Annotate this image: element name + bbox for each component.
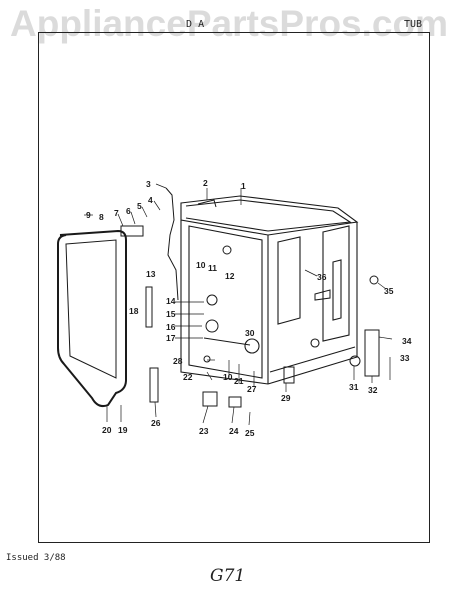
callout-23: 23	[199, 426, 209, 436]
callout-14: 14	[166, 296, 176, 306]
section-header-left: D	[186, 19, 193, 30]
callout-15: 15	[166, 309, 176, 319]
section-header-fragment: D A	[186, 19, 204, 30]
callout-19: 19	[118, 425, 128, 435]
small-parts	[120, 187, 380, 408]
callout-20: 20	[102, 425, 112, 435]
callout-16: 16	[166, 322, 176, 332]
page-code: G71	[210, 566, 246, 586]
callout-7: 7	[114, 208, 119, 218]
callout-22: 22	[183, 372, 193, 382]
callout-13: 13	[146, 269, 156, 279]
callout-33: 33	[400, 353, 410, 363]
section-header-title: TUB	[404, 19, 423, 30]
callout-2: 2	[203, 178, 208, 188]
issued-date: Issued 3/88	[6, 553, 66, 563]
callout-32: 32	[368, 385, 378, 395]
callout-labels: 1 2 3 4 5 6 7 8 9 10 11 12 13 14 15 16 1…	[86, 178, 412, 438]
callout-35: 35	[384, 286, 394, 296]
watermark: AppliancePartsPros.com	[10, 3, 448, 44]
callout-29: 29	[281, 393, 291, 403]
callout-6: 6	[126, 206, 131, 216]
callout-5: 5	[137, 201, 142, 211]
callout-17: 17	[166, 333, 176, 343]
callout-12: 12	[225, 271, 235, 281]
callout-9: 9	[86, 210, 91, 220]
callout-34: 34	[402, 336, 412, 346]
callout-28: 28	[173, 356, 183, 366]
door-gasket	[57, 229, 127, 408]
callout-36: 36	[317, 272, 327, 282]
callout-8: 8	[99, 212, 104, 222]
callout-30: 30	[245, 328, 255, 338]
callout-31: 31	[349, 382, 359, 392]
callout-24: 24	[229, 426, 239, 436]
callout-3: 3	[146, 179, 151, 189]
callout-11: 11	[208, 263, 217, 273]
callout-1: 1	[241, 181, 246, 191]
callout-26: 26	[151, 418, 161, 428]
callout-25: 25	[245, 428, 255, 438]
callout-27: 27	[247, 384, 257, 394]
section-header-suffix: A	[198, 19, 205, 30]
callout-10: 10	[196, 260, 206, 270]
callout-18: 18	[129, 306, 139, 316]
leader-lines	[84, 183, 393, 426]
callout-10-lower: 10	[223, 372, 233, 382]
tub-body	[180, 195, 359, 385]
diagram-frame	[38, 32, 430, 543]
callout-4: 4	[148, 195, 153, 205]
callout-21: 21	[234, 376, 244, 386]
